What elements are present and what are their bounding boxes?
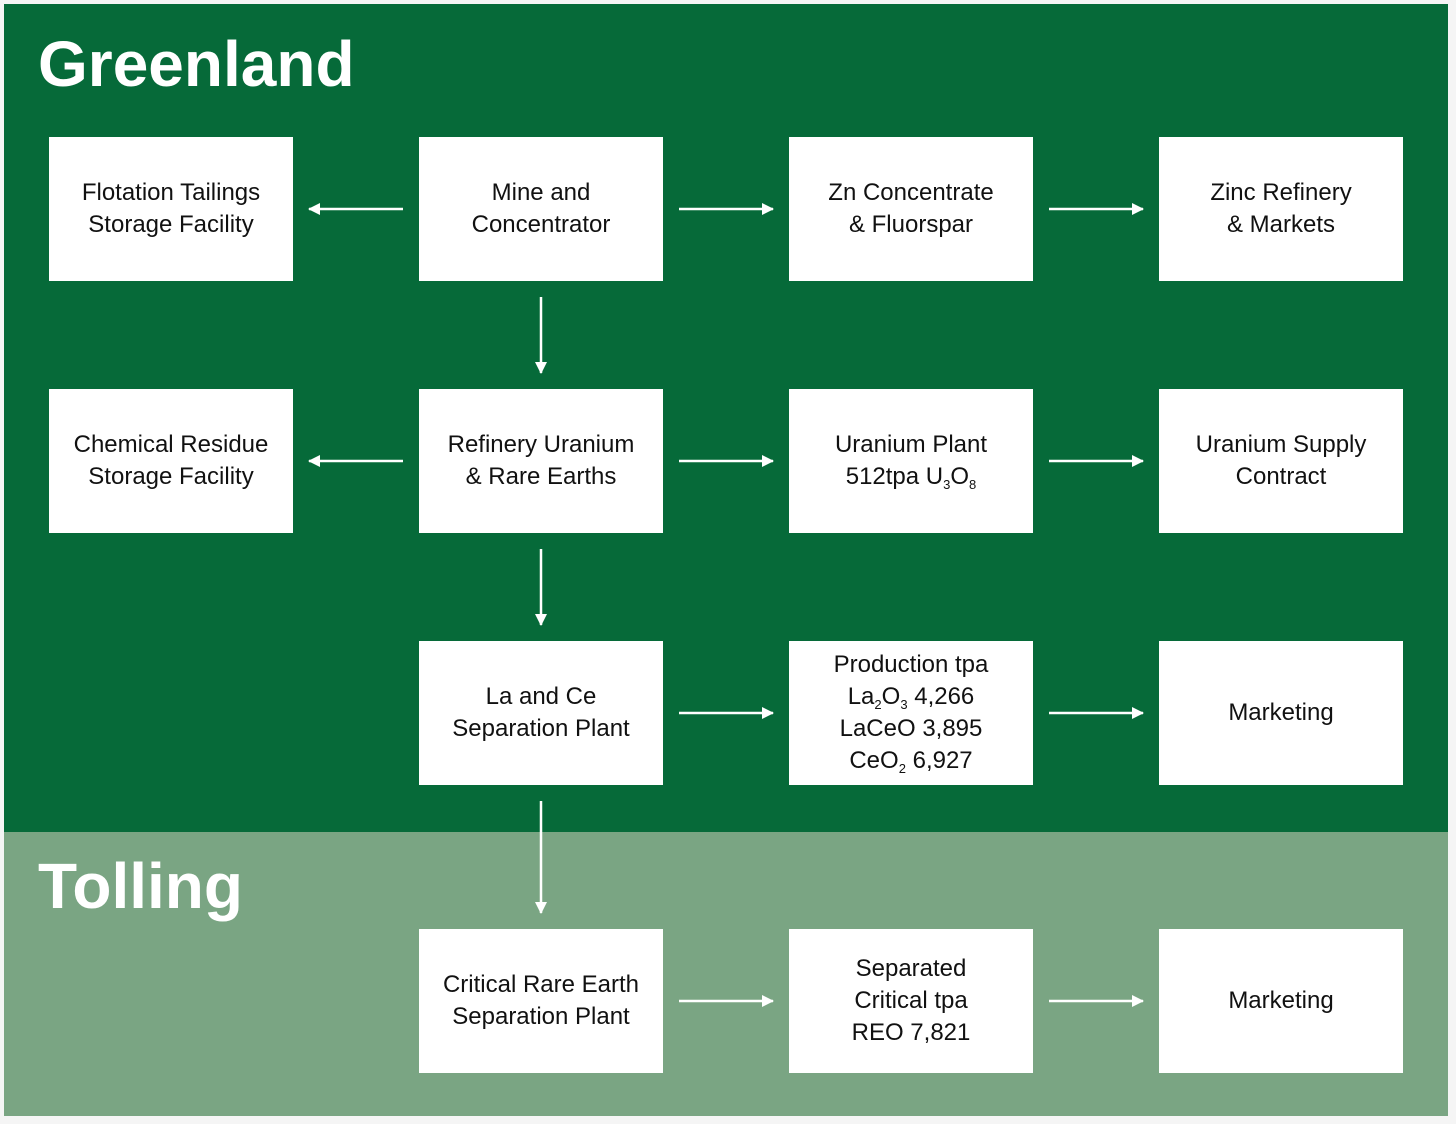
node-mine-concentrator-line-1: Mine and bbox=[491, 179, 591, 206]
node-marketing-2: Marketing bbox=[1159, 929, 1403, 1073]
node-uranium-plant-line-2-prefix: 512tpa U bbox=[845, 463, 944, 490]
node-la-ce-separation-line-2: Separation Plant bbox=[452, 715, 630, 742]
node-production-line-2-sub-1: 2 bbox=[874, 697, 882, 712]
node-mine-concentrator: Mine and Concentrator bbox=[419, 137, 663, 281]
node-production-line-1: Production tpa bbox=[833, 651, 989, 678]
node-production-line-2-value: 4,266 bbox=[907, 683, 975, 710]
node-production-line-2-a: La bbox=[847, 683, 875, 710]
node-uranium-plant: Uranium Plant 512tpa U3O8 bbox=[789, 389, 1033, 533]
node-uranium-plant-line-2-mid: O bbox=[950, 463, 970, 490]
node-refinery-uranium: Refinery Uranium & Rare Earths bbox=[419, 389, 663, 533]
region-title-tolling: Tolling bbox=[38, 850, 243, 922]
node-marketing-2-line-1: Marketing bbox=[1228, 987, 1334, 1014]
node-production-line-4: CeO2 6,927 bbox=[849, 745, 972, 777]
node-uranium-supply-line-2: Contract bbox=[1235, 463, 1327, 490]
node-marketing-1-line-1: Marketing bbox=[1228, 699, 1334, 726]
node-mine-concentrator-line-2: Concentrator bbox=[471, 211, 611, 238]
node-uranium-plant-line-2: 512tpa U3O8 bbox=[846, 461, 977, 493]
node-refinery-uranium-line-2: & Rare Earths bbox=[465, 463, 617, 490]
node-la-ce-separation-line-1: La and Ce bbox=[485, 683, 597, 710]
node-production-line-2-sub-2: 3 bbox=[900, 697, 908, 712]
node-production-line-4-a: CeO bbox=[849, 747, 899, 774]
node-separated-critical-line-3: REO 7,821 bbox=[851, 1019, 971, 1046]
node-refinery-uranium-line-1: Refinery Uranium bbox=[447, 431, 635, 458]
region-title-greenland: Greenland bbox=[38, 28, 355, 100]
node-flotation-tailings-line-2: Storage Facility bbox=[88, 211, 254, 238]
node-uranium-plant-line-1: Uranium Plant bbox=[834, 431, 988, 458]
node-uranium-supply-line-1: Uranium Supply bbox=[1195, 431, 1367, 458]
node-uranium-plant-line-2-sub-2: 8 bbox=[969, 477, 977, 492]
node-marketing-1: Marketing bbox=[1159, 641, 1403, 785]
node-chemical-residue-line-1: Chemical Residue bbox=[73, 431, 269, 458]
node-flotation-tailings-line-1: Flotation Tailings bbox=[81, 179, 261, 206]
node-zinc-refinery-line-2: & Markets bbox=[1226, 211, 1336, 238]
node-zn-concentrate-line-2: & Fluorspar bbox=[848, 211, 974, 238]
node-critical-separation-line-2: Separation Plant bbox=[452, 1003, 630, 1030]
node-zinc-refinery: Zinc Refinery & Markets bbox=[1159, 137, 1403, 281]
node-uranium-supply: Uranium Supply Contract bbox=[1159, 389, 1403, 533]
node-flotation-tailings: Flotation Tailings Storage Facility bbox=[49, 137, 293, 281]
node-critical-separation: Critical Rare Earth Separation Plant bbox=[419, 929, 663, 1073]
node-production-line-4-value: 6,927 bbox=[905, 747, 973, 774]
node-production-line-4-sub-1: 2 bbox=[898, 761, 906, 776]
node-separated-critical-line-2: Critical tpa bbox=[854, 987, 968, 1014]
node-zinc-refinery-line-1: Zinc Refinery bbox=[1210, 179, 1352, 206]
node-zn-concentrate-line-1: Zn Concentrate bbox=[828, 179, 994, 206]
node-uranium-plant-line-2-sub-1: 3 bbox=[943, 477, 951, 492]
node-zn-concentrate: Zn Concentrate & Fluorspar bbox=[789, 137, 1033, 281]
node-production: Production tpa La2O3 4,266 LaCeO 3,895 C… bbox=[789, 641, 1033, 785]
node-production-line-2-b: O bbox=[881, 683, 901, 710]
node-chemical-residue: Chemical Residue Storage Facility bbox=[49, 389, 293, 533]
node-separated-critical: Separated Critical tpa REO 7,821 bbox=[789, 929, 1033, 1073]
node-critical-separation-line-1: Critical Rare Earth bbox=[442, 971, 640, 998]
node-chemical-residue-line-2: Storage Facility bbox=[88, 463, 254, 490]
node-separated-critical-line-1: Separated bbox=[855, 955, 967, 982]
node-production-line-2: La2O3 4,266 bbox=[848, 681, 975, 713]
node-la-ce-separation: La and Ce Separation Plant bbox=[419, 641, 663, 785]
node-production-line-3: LaCeO 3,895 bbox=[839, 715, 983, 742]
